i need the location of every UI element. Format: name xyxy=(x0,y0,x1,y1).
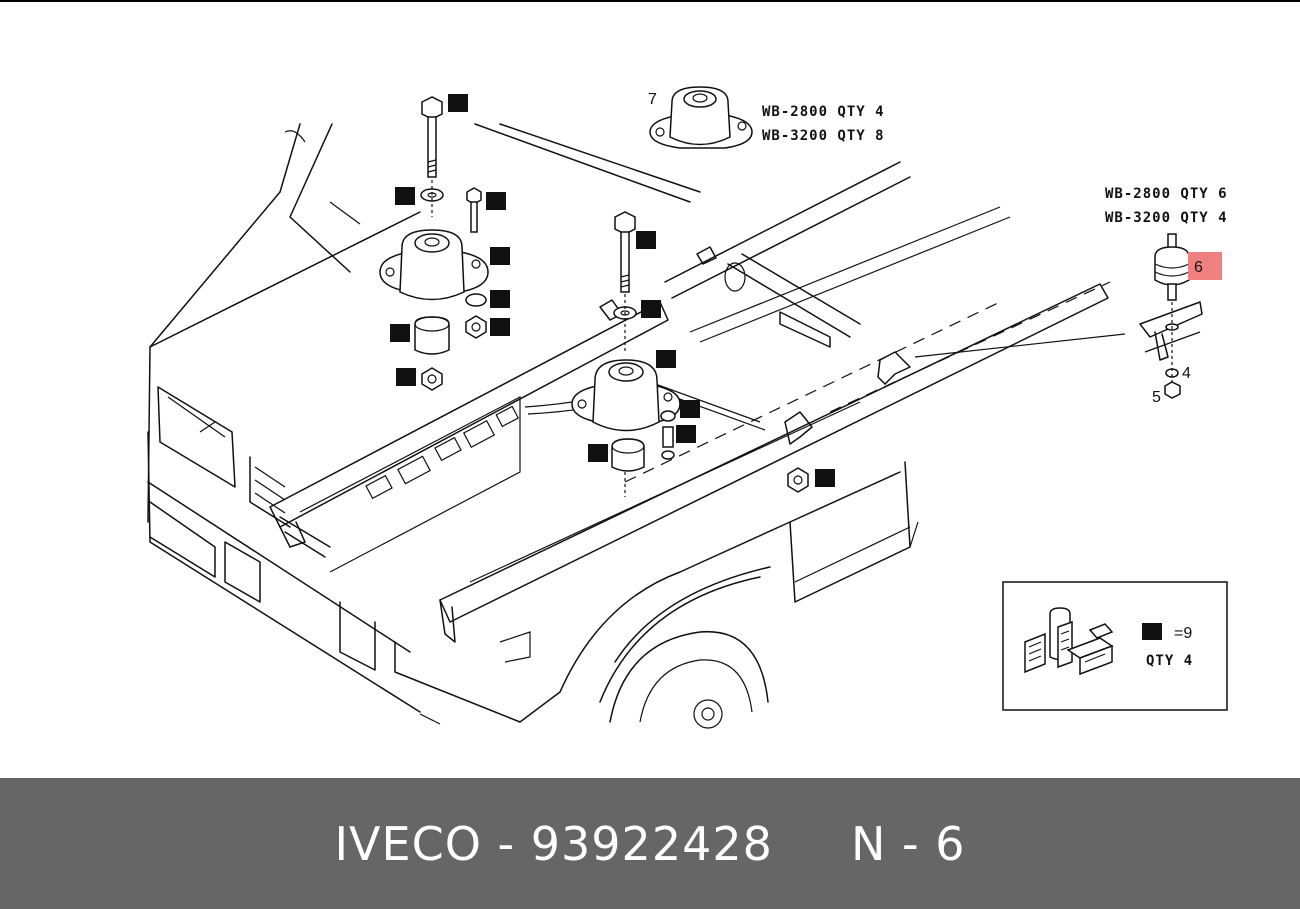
kit-inset: =9 QTY 4 xyxy=(1002,581,1228,711)
mount-7 xyxy=(649,86,753,149)
top-rule xyxy=(0,0,1300,2)
kit-qty: QTY 4 xyxy=(1146,653,1193,669)
mount-6-detail xyxy=(1139,233,1222,399)
note-wb3200-qty8: WB-3200 QTY 8 xyxy=(762,128,885,144)
footer-bar: IVECO - 93922428 N - 6 xyxy=(0,778,1300,909)
callout-6: 6 xyxy=(1194,259,1203,276)
note-wb3200-qty4: WB-3200 QTY 4 xyxy=(1105,210,1228,226)
callout-4: 4 xyxy=(1182,365,1191,382)
callout-7: 7 xyxy=(648,91,657,108)
callout-boxes xyxy=(390,94,835,487)
callout-5: 5 xyxy=(1152,389,1161,406)
note-wb2800-qty4: WB-2800 QTY 4 xyxy=(762,104,885,120)
parts-diagram: 7 6 4 5 WB-2800 QTY 4 WB-3200 QTY 8 WB-2… xyxy=(0,2,1300,778)
part-number-caption: IVECO - 93922428 N - 6 xyxy=(334,816,966,871)
note-wb2800-qty6: WB-2800 QTY 6 xyxy=(1105,186,1228,202)
kit-equals: =9 xyxy=(1174,625,1192,642)
chassis-frame xyxy=(269,123,1126,643)
part-6-highlight xyxy=(1188,252,1222,280)
vehicle-body-outline xyxy=(147,123,919,729)
center-mount-stack xyxy=(571,211,809,497)
upper-left-mount-stack xyxy=(379,96,489,391)
